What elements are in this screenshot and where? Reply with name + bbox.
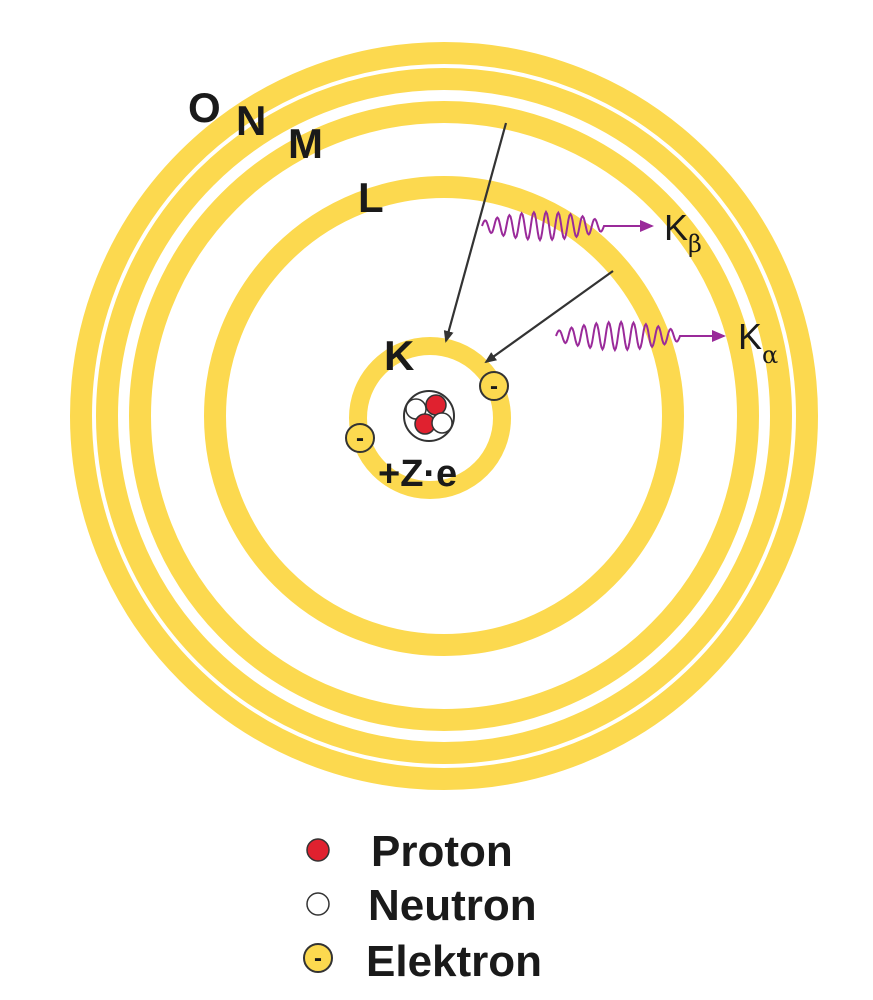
shell-k-ring [349, 337, 511, 499]
k-alpha-label: Kα [738, 316, 778, 369]
legend-proton-label: Proton [371, 827, 513, 876]
electron-swatch [303, 943, 333, 973]
electron: - [479, 371, 509, 401]
legend-item-proton: Proton [306, 827, 513, 876]
legend-item-neutron: Neutron [306, 881, 537, 930]
shell-label-l: L [358, 174, 384, 221]
electron-swatch-sign: - [314, 945, 322, 972]
electron-sign: - [356, 425, 364, 452]
transition-arrow-m-to-k [443, 122, 508, 343]
nucleus-neutron [431, 412, 453, 434]
electron: - [345, 423, 375, 453]
shell-label-o: O [188, 84, 221, 131]
nucleus [403, 390, 455, 442]
proton-swatch [306, 838, 330, 862]
k-beta-label: Kβ [664, 207, 702, 258]
neutron-swatch [306, 892, 330, 916]
legend: Proton Neutron - Elektron [303, 827, 542, 986]
shell-label-n: N [236, 97, 266, 144]
shell-o-ring [70, 42, 818, 790]
legend-electron-label: Elektron [366, 937, 542, 986]
shell-m-ring [129, 101, 759, 731]
k-alpha-photon-wave [555, 319, 726, 353]
shell-label-m: M [288, 120, 323, 167]
shell-label-k: K [384, 332, 414, 379]
legend-item-electron: - Elektron [303, 937, 542, 986]
electron-sign: - [490, 373, 498, 400]
transition-arrow-l-to-k [484, 270, 614, 364]
k-beta-photon-wave [481, 209, 654, 243]
shell-n-ring [96, 68, 792, 764]
legend-neutron-label: Neutron [368, 881, 537, 930]
nucleus-proton [425, 394, 447, 416]
nucleus-charge-label: +Z·e [378, 453, 457, 495]
shell-l-ring [204, 176, 684, 656]
